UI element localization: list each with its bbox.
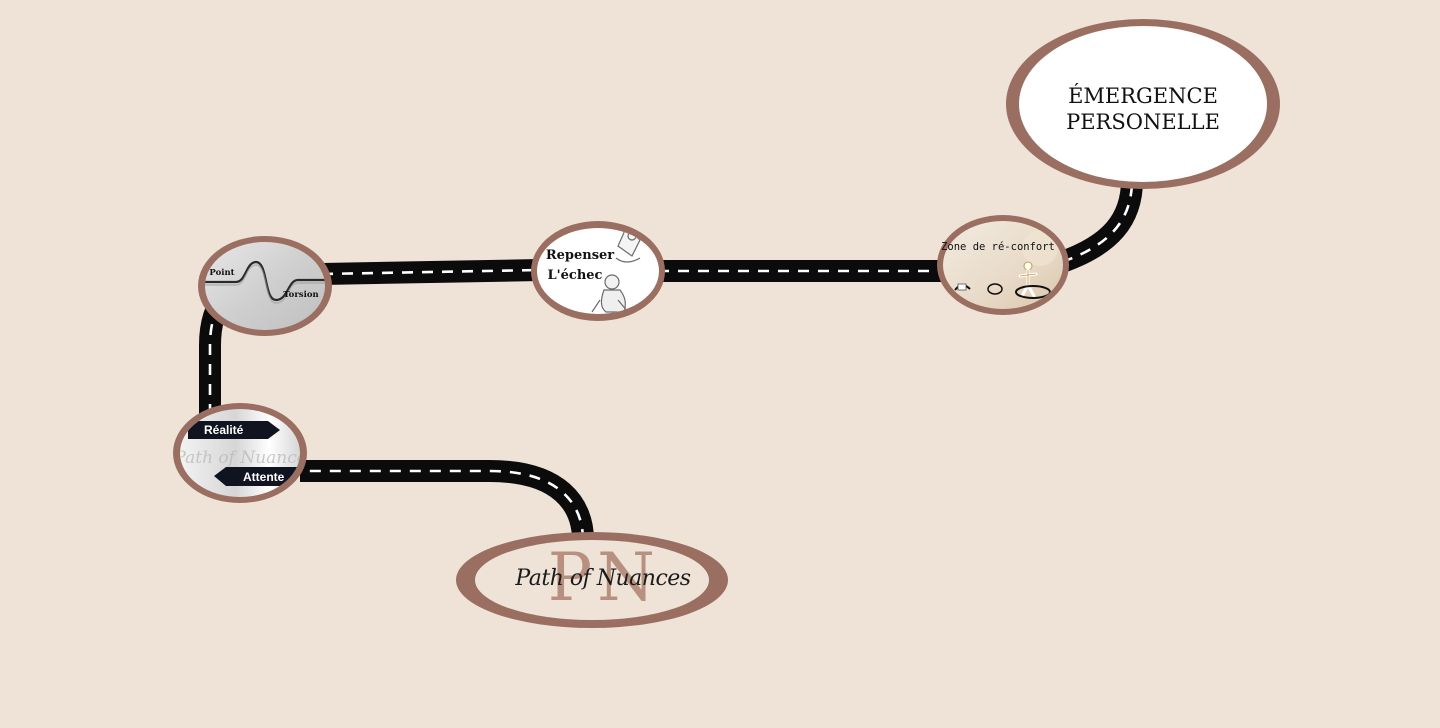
torsion-word2: Torsion [283,290,318,300]
road-segment-start [300,471,583,540]
repenser-title-line2: L'échec [548,268,603,283]
milestone-emergence[interactable]: ÉMERGENCE PERSONELLE [1006,19,1280,189]
logo-script: Path of Nuances [514,566,690,591]
milestone-realite[interactable]: Path of Nuances Réalité Attente [173,403,316,505]
road-segment-finish [1062,180,1132,262]
milestone-logo-start[interactable]: P N Path of Nuances [456,532,728,628]
realite-watermark: Path of Nuances [173,448,315,468]
reconfort-label: Zone de ré-confort [941,241,1055,253]
sign-realite: Réalité [204,423,244,437]
emergence-title-line1: ÉMERGENCE [1068,84,1218,108]
milestone-repenser[interactable]: Repenser L'échec [531,221,665,321]
sign-attente: Attente [243,470,285,484]
emergence-title-line2: PERSONELLE [1066,110,1220,134]
milestone-reconfort[interactable]: Zone de ré-confort [937,215,1070,315]
torsion-word1: Point [209,268,234,278]
repenser-title-line1: Repenser [546,248,614,263]
